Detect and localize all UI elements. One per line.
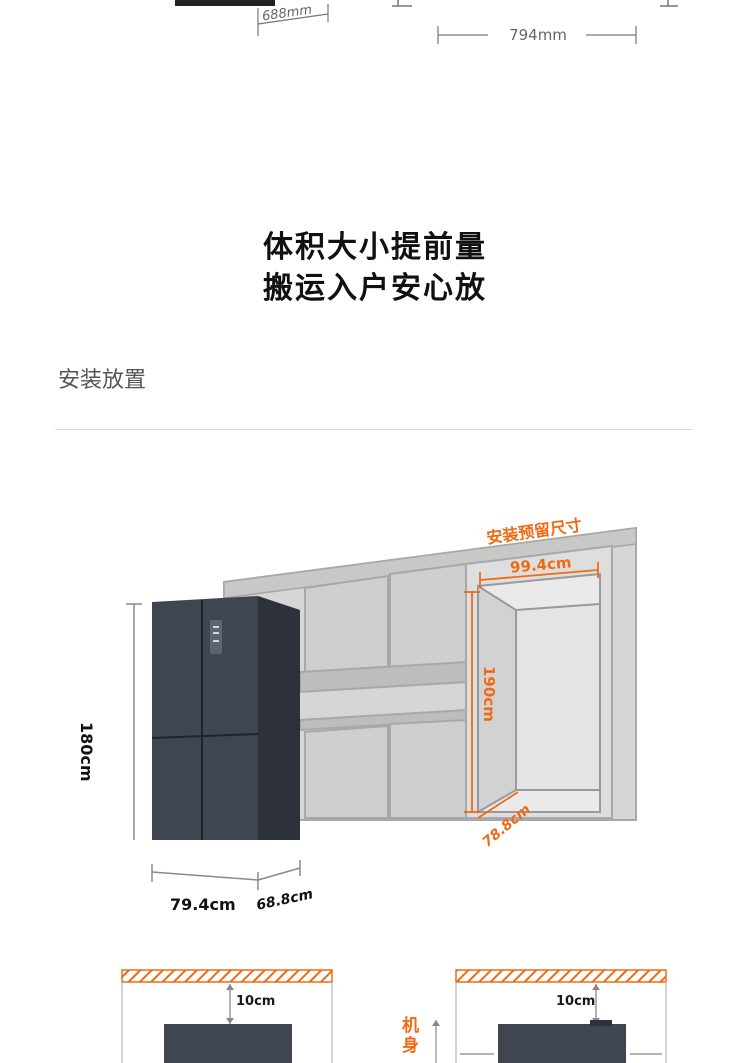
fridge-base-edge [175, 0, 275, 6]
ceiling-right [455, 969, 667, 983]
fridge-left [164, 1024, 292, 1063]
niche-height-label: 190cm [480, 666, 498, 722]
headline-line-1: 体积大小提前量 [263, 230, 487, 265]
clearance-diagrams [121, 969, 667, 1063]
depth-line [257, 13, 329, 25]
top-width-label: 794mm [509, 26, 567, 44]
section-divider [55, 429, 693, 430]
section-title: 安装放置 [58, 368, 147, 393]
installation-niche-illustration [126, 526, 637, 840]
clearance-right-top-label: 10cm [556, 994, 596, 1009]
fridge-width-label: 79.4cm [170, 895, 236, 914]
fridge-right [498, 1024, 626, 1063]
fridge-base-dims [151, 860, 301, 890]
headline-line-2: 搬运入户安心放 [263, 271, 487, 306]
fridge-body [152, 596, 258, 840]
top-dimension-strip [175, 0, 678, 44]
clearance-side-label: 机身 [402, 1016, 419, 1056]
clearance-left-top-label: 10cm [236, 994, 276, 1009]
control-panel [210, 620, 222, 654]
ceiling-left [121, 969, 333, 983]
fridge-height-label: 180cm [77, 722, 96, 782]
